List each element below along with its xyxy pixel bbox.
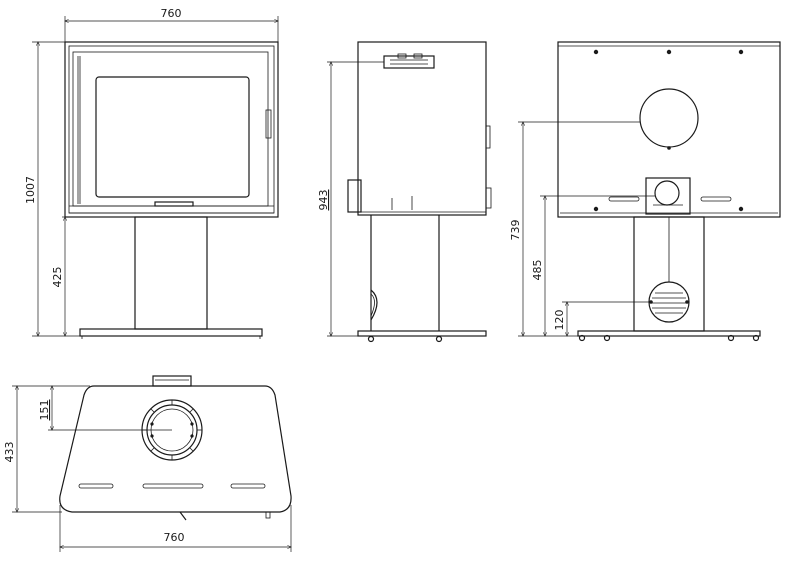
- rear-grille-height-label: 120: [553, 310, 566, 331]
- front-view: [64, 41, 279, 339]
- side-view: [347, 41, 492, 343]
- top-view: [59, 375, 292, 521]
- top-width-label: 760: [164, 531, 185, 544]
- top-depth-label: 433: [3, 442, 16, 463]
- top-dimensions: 433 151 760: [3, 386, 291, 552]
- front-dimensions: 760 1007 425: [24, 7, 278, 336]
- front-height-label: 1007: [24, 176, 37, 204]
- rear-lower-outlet-height-label: 485: [531, 260, 544, 281]
- rear-outlet-height-label: 739: [509, 220, 522, 241]
- side-dimensions: 943: [317, 62, 384, 336]
- front-width-label: 760: [161, 7, 182, 20]
- rear-view: [557, 41, 781, 342]
- front-stand-height-label: 425: [51, 267, 64, 288]
- top-flue-offset-label: 151: [38, 400, 51, 421]
- side-height-label: 943: [317, 190, 330, 211]
- rear-dimensions: 739 485 120: [509, 122, 655, 336]
